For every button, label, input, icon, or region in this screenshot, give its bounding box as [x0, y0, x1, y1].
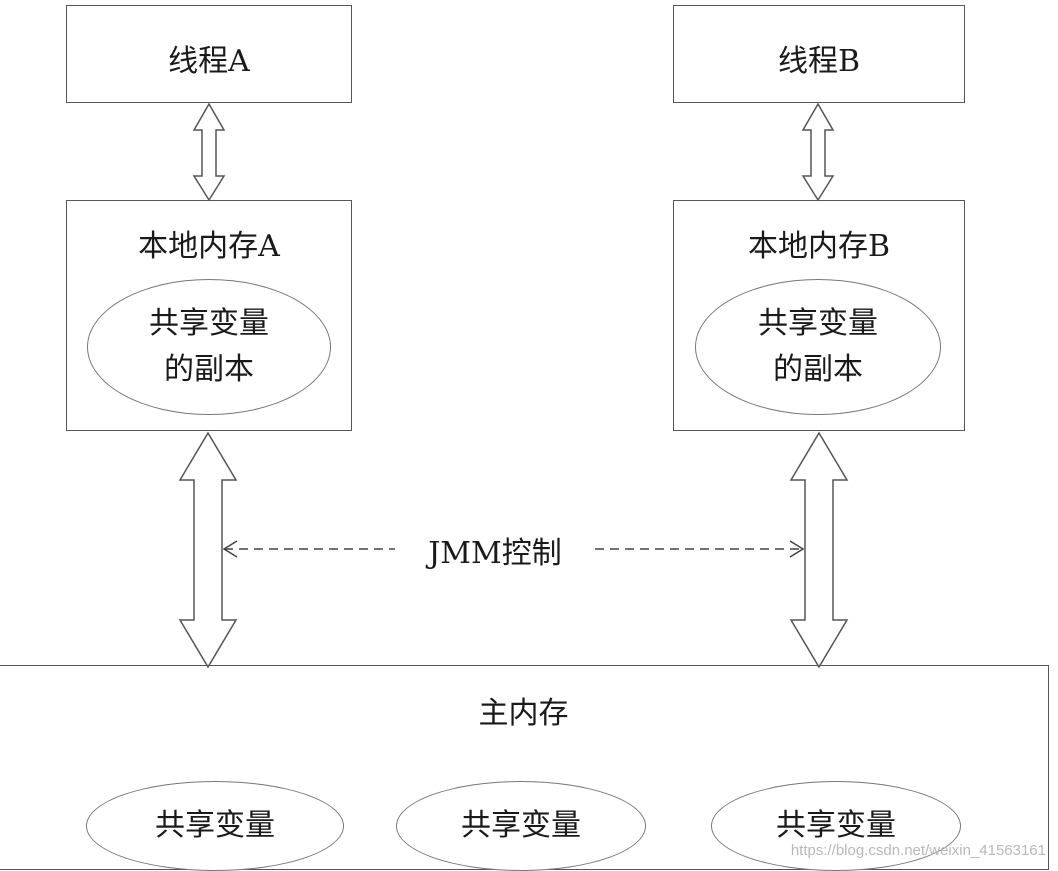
- main-memory-box: 主内存 共享变量 共享变量 共享变量: [0, 665, 1049, 871]
- local-memory-a-box: 本地内存A 共享变量 的副本: [66, 200, 352, 431]
- thread-a-box: 线程A: [66, 5, 352, 103]
- local-memory-b-box: 本地内存B 共享变量 的副本: [673, 200, 965, 431]
- main-variable-1-label: 共享变量: [155, 808, 275, 843]
- local-memory-b-copy-ellipse: 共享变量 的副本: [695, 279, 941, 415]
- main-variable-ellipse-2: 共享变量: [396, 781, 646, 871]
- local-a-main-arrow: [178, 431, 238, 669]
- local-memory-a-copy-ellipse: 共享变量 的副本: [87, 279, 331, 415]
- copy-a-line1: 共享变量: [149, 306, 269, 341]
- copy-a-line2: 的副本: [164, 352, 254, 387]
- local-memory-a-title: 本地内存A: [138, 229, 280, 264]
- thread-a-local-arrow: [192, 102, 226, 202]
- thread-b-title: 线程B: [777, 44, 861, 79]
- main-variable-2-label: 共享变量: [461, 808, 581, 843]
- local-memory-b-title: 本地内存B: [747, 229, 891, 264]
- jmm-control-label: JMM控制: [395, 528, 595, 572]
- local-b-main-arrow: [789, 431, 849, 669]
- main-variable-ellipse-1: 共享变量: [86, 781, 344, 871]
- jmm-arrowhead-left: [222, 540, 238, 558]
- watermark: https://blog.csdn.net/weixin_41563161: [790, 842, 1046, 859]
- main-variable-3-label: 共享变量: [776, 808, 896, 843]
- main-variable-ellipse-3: 共享变量: [711, 781, 961, 871]
- thread-b-local-arrow: [801, 102, 835, 202]
- main-memory-title: 主内存: [478, 696, 569, 731]
- copy-b-line2: 的副本: [773, 352, 863, 387]
- copy-b-line1: 共享变量: [758, 306, 878, 341]
- thread-a-title: 线程A: [168, 44, 250, 79]
- thread-b-box: 线程B: [673, 5, 965, 103]
- jmm-arrowhead-right: [789, 540, 805, 558]
